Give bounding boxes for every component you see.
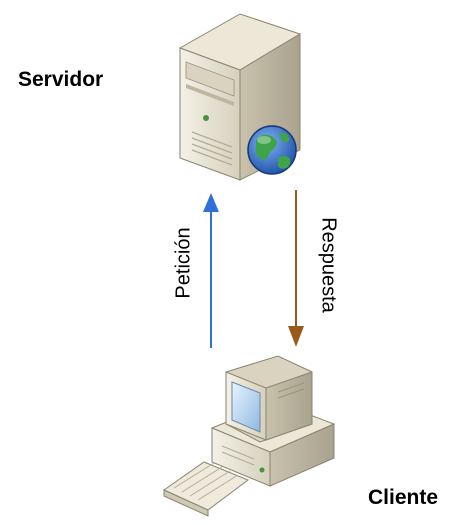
response-label: Respuesta [317,217,340,313]
globe-icon [247,125,297,175]
request-arrow [203,193,219,348]
keyboard-icon [162,461,250,517]
desktop-computer-icon [210,355,336,487]
response-arrow [288,190,304,347]
request-label: Petición [172,227,195,299]
server-label: Servidor [18,68,104,91]
client-label: Cliente [368,486,439,509]
